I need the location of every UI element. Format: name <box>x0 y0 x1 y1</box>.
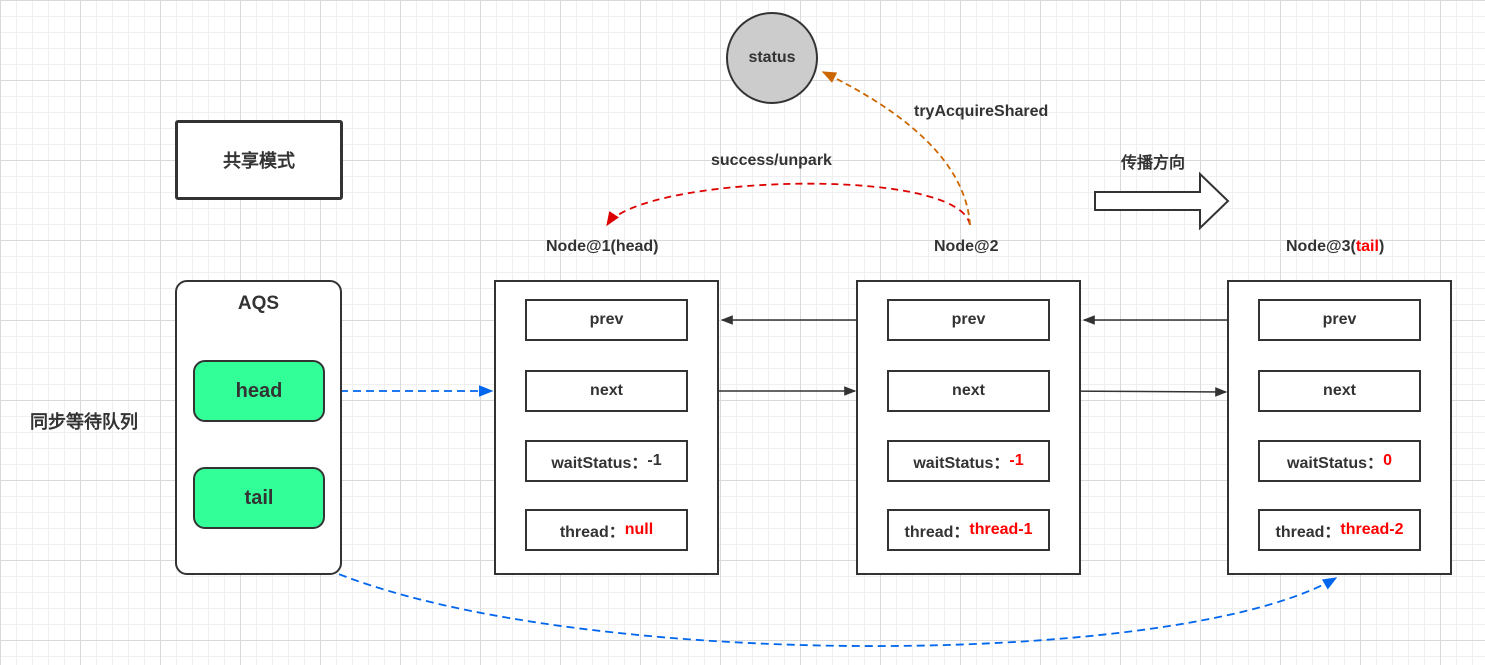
node1-title-marker: head <box>615 238 654 255</box>
node2-next-field: next <box>887 370 1050 412</box>
node3-next-label: next <box>1323 382 1356 399</box>
propagation-arrow <box>1094 171 1230 231</box>
tail-pointer-label: tail <box>244 486 274 509</box>
head-pointer-label: head <box>235 379 283 402</box>
node3-thread-field: thread：thread-2 <box>1258 509 1421 551</box>
node1-next-label: next <box>590 382 623 399</box>
aqs-title: AQS <box>237 293 280 314</box>
node2-waitstatus-label: waitStatus： <box>913 455 1010 472</box>
acquire-link <box>821 71 971 226</box>
tail-pointer: tail <box>193 467 325 529</box>
unpark-link <box>606 182 971 227</box>
node2-waitstatus-field: waitStatus：-1 <box>887 440 1050 482</box>
node3-title-end: ) <box>1378 238 1385 255</box>
node1-thread-label: thread： <box>559 524 625 541</box>
propagation-label: 传播方向 <box>1121 155 1186 172</box>
status-node: status <box>726 12 818 104</box>
node2-title-text: Node@2 <box>934 238 999 255</box>
node1-waitstatus-field: waitStatus：-1 <box>525 440 688 482</box>
node3-title-text: Node@3( <box>1286 238 1356 255</box>
node2-thread-value: thread-1 <box>969 521 1033 538</box>
node3-waitstatus-value: 0 <box>1383 452 1392 469</box>
node3-waitstatus-field: waitStatus：0 <box>1258 440 1421 482</box>
node2-title: Node@2 <box>934 238 999 256</box>
node1-title: Node@1(head) <box>546 238 659 256</box>
node2-thread-label: thread： <box>904 524 970 541</box>
node3-title-marker: tail <box>1355 238 1379 255</box>
node3-waitstatus-label: waitStatus： <box>1287 455 1384 472</box>
queue-label: 同步等待队列 <box>30 412 138 432</box>
mode-box: 共享模式 <box>175 120 343 200</box>
status-label: status <box>748 49 796 66</box>
node3-prev-label: prev <box>1322 311 1357 328</box>
node1-thread-value: null <box>624 521 654 538</box>
try-acquire-label: tryAcquireShared <box>914 103 1049 120</box>
node1-prev-label: prev <box>589 311 624 328</box>
node2-thread-field: thread：thread-1 <box>887 509 1050 551</box>
node3-thread-label: thread： <box>1275 524 1341 541</box>
node1-title-text: Node@1( <box>546 238 616 255</box>
node1-next-field: next <box>525 370 688 412</box>
node3-thread-value: thread-2 <box>1340 521 1404 538</box>
node2-next-label: next <box>952 382 985 399</box>
node1-prev-field: prev <box>525 299 688 341</box>
mode-label: 共享模式 <box>223 151 295 171</box>
node3-next-field: next <box>1258 370 1421 412</box>
node1-thread-field: thread：null <box>525 509 688 551</box>
node1-title-end: ) <box>653 238 659 255</box>
node2-prev-label: prev <box>951 311 986 328</box>
success-unpark-label: success/unpark <box>711 152 832 169</box>
node1-waitstatus-value: -1 <box>647 452 662 469</box>
node3-prev-field: prev <box>1258 299 1421 341</box>
node1-waitstatus-label: waitStatus： <box>551 455 648 472</box>
node2-waitstatus-value: -1 <box>1009 452 1024 469</box>
head-pointer: head <box>193 360 325 422</box>
aqs-box <box>175 280 342 575</box>
node2-prev-field: prev <box>887 299 1050 341</box>
node3-title: Node@3(tail) <box>1286 238 1384 256</box>
tail-pointer-link <box>259 529 1338 647</box>
